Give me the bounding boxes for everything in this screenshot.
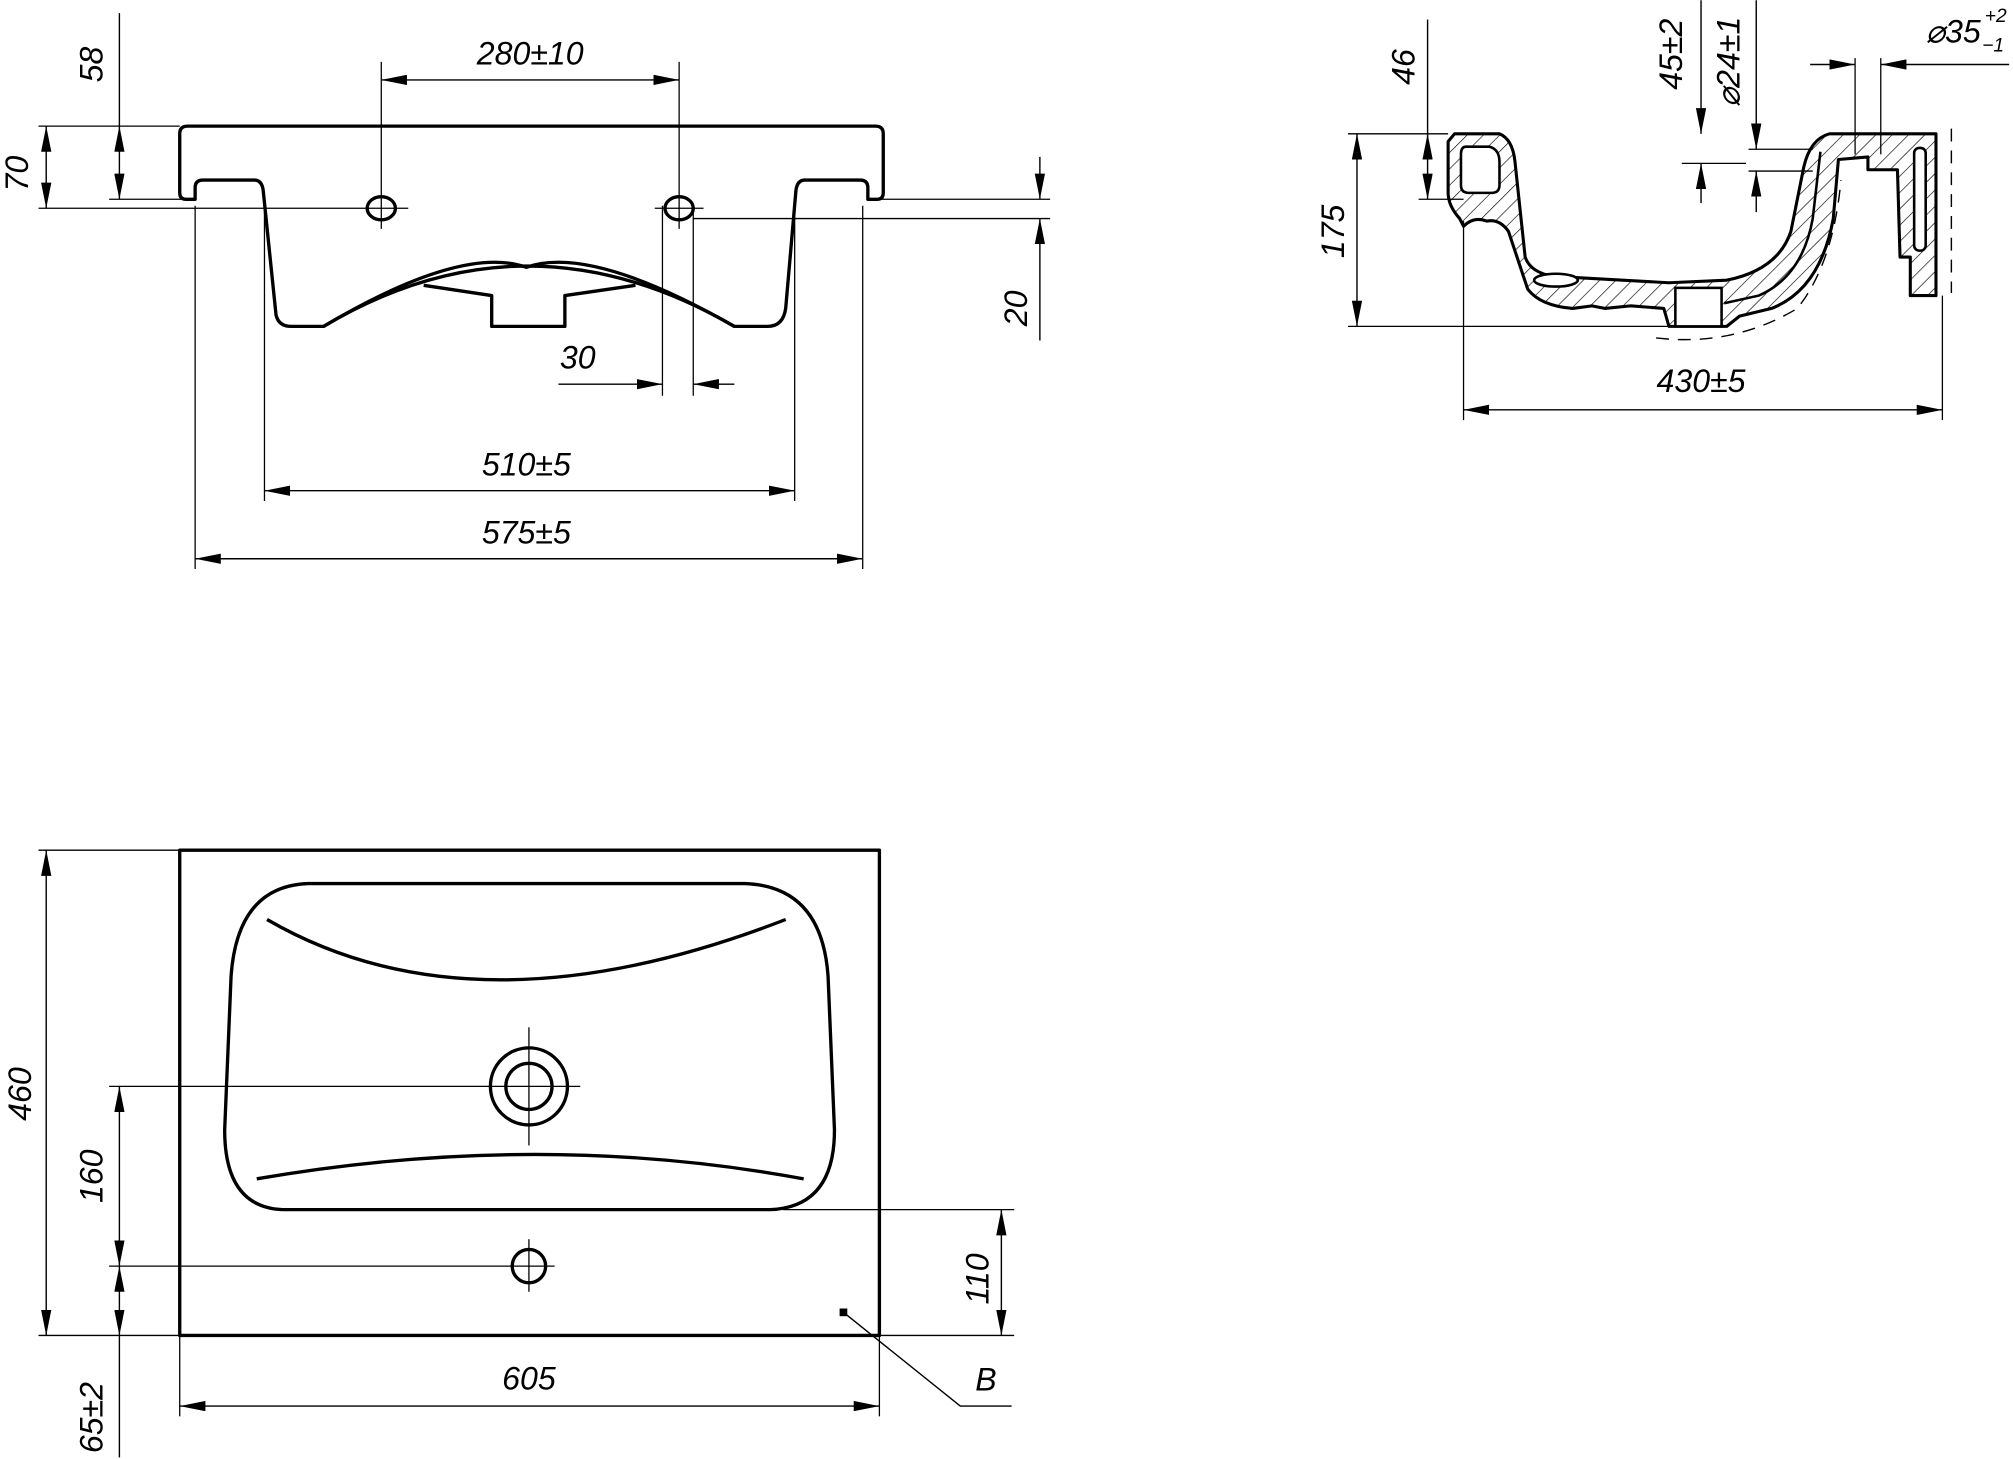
dim-plan-width: 605 — [502, 1360, 556, 1396]
dim-hole-offset: 20 — [998, 290, 1034, 327]
countertop-outline — [178, 848, 882, 1338]
drain-neck — [423, 283, 636, 329]
bowl-outline — [222, 881, 837, 1212]
side-section-view: 175 46 45±2 ⌀24±1 ⌀35 +2 −1 430±5 — [1315, 0, 2010, 421]
front-view: 280±10 58 70 20 30 510±5 575±5 — [0, 13, 1051, 570]
dim-bowl-to-edge: 110 — [960, 1253, 996, 1304]
dim-inner-width: 510±5 — [482, 446, 571, 482]
plan-view: 460 160 65±2 110 605 B — [2, 848, 1015, 1458]
drain-channel — [1674, 286, 1723, 328]
bottom-void — [1532, 272, 1580, 288]
basin-front-arc — [322, 264, 736, 328]
dim-drain-tolerance-upper: +2 — [1985, 6, 2007, 27]
dim-tap-spacing: 280±10 — [476, 35, 584, 71]
dim-rim-height: 46 — [1386, 49, 1422, 85]
bowl-back-curve — [266, 917, 787, 982]
dim-overflow-height: 58 — [74, 46, 110, 82]
dim-overflow-position: 45±2 — [1653, 19, 1689, 90]
dim-overflow-diameter: ⌀24±1 — [1711, 17, 1747, 107]
dim-hole-diameter: 30 — [560, 340, 596, 376]
trap-outline-dashed — [1656, 179, 1842, 341]
dim-section-length: 430±5 — [1657, 363, 1746, 399]
callout-leader — [843, 1311, 1012, 1407]
callout-label: B — [975, 1362, 996, 1398]
bowl-front-curve — [256, 1152, 804, 1181]
dim-drain-diameter: ⌀35 — [1926, 14, 1981, 50]
dim-outer-width: 575±5 — [482, 514, 571, 550]
dim-drain-tolerance-lower: −1 — [1982, 36, 2004, 57]
dim-drain-to-tap: 160 — [74, 1149, 110, 1203]
dim-plan-length: 460 — [2, 1067, 38, 1121]
dim-hole-height: 70 — [0, 156, 35, 192]
back-slot — [1912, 146, 1927, 252]
basin-front-outline — [178, 124, 885, 329]
overflow-channel — [1723, 151, 1822, 305]
dim-tap-to-edge: 65±2 — [74, 1382, 110, 1453]
rim-void — [1459, 145, 1501, 195]
dim-depth: 175 — [1315, 204, 1351, 258]
